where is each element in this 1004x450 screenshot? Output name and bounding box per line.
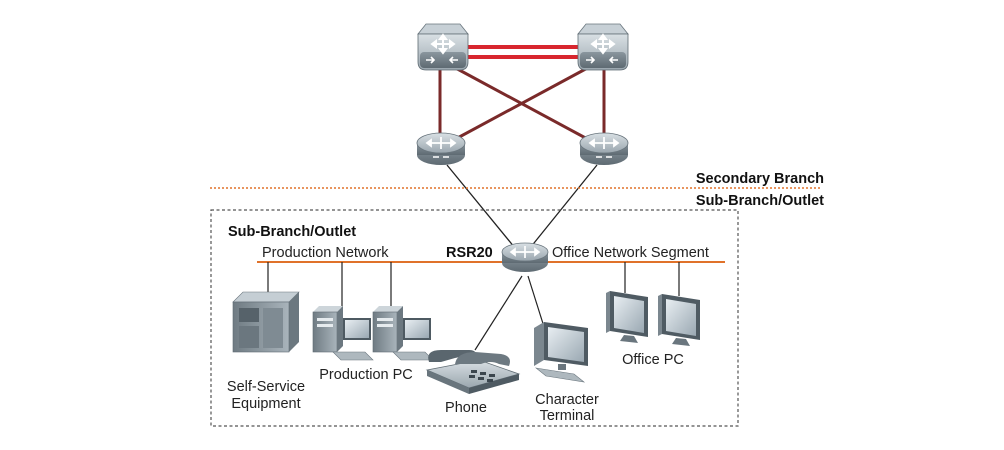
rsr20-label: RSR20 xyxy=(446,245,493,261)
device-drops xyxy=(267,262,680,351)
self-service-equipment-icon xyxy=(232,291,300,353)
self-service-label-line1: Self-Service xyxy=(227,379,305,395)
production-pc-1-icon xyxy=(312,306,374,361)
router-right-icon xyxy=(579,132,629,165)
character-terminal-label-line1: Character xyxy=(535,392,599,408)
character-terminal-label-line2: Terminal xyxy=(540,408,595,424)
self-service-label-line2: Equipment xyxy=(231,396,300,412)
uplink-right xyxy=(529,164,598,249)
character-terminal-icon xyxy=(534,322,588,383)
drop-terminal xyxy=(527,275,546,331)
core-switch-right-icon xyxy=(577,23,629,71)
drop-phone xyxy=(474,275,523,351)
sub-branch-outlet-right-label: Sub-Branch/Outlet xyxy=(696,193,824,209)
trunk-links xyxy=(438,63,606,144)
uplink-left xyxy=(446,164,516,249)
rsr20-router-icon xyxy=(501,242,549,272)
sub-branch-outlet-box-label: Sub-Branch/Outlet xyxy=(228,224,356,240)
phone-icon xyxy=(425,350,521,394)
office-pc-1-icon xyxy=(606,291,648,343)
production-pc-label: Production PC xyxy=(319,367,413,383)
production-network-label: Production Network xyxy=(262,245,389,261)
phone-label: Phone xyxy=(445,400,487,416)
office-pc-label: Office PC xyxy=(622,352,684,368)
office-pc-2-icon xyxy=(658,294,700,346)
production-pc-2-icon xyxy=(372,306,434,361)
router-left-icon xyxy=(416,132,466,165)
secondary-branch-label: Secondary Branch xyxy=(696,171,824,187)
uplinks xyxy=(446,164,598,249)
sub-branch-boundary xyxy=(210,209,739,427)
office-network-segment-label: Office Network Segment xyxy=(552,245,709,261)
core-switch-left-icon xyxy=(417,23,469,71)
core-links xyxy=(463,45,582,59)
trunk-link-cross-2 xyxy=(449,63,594,144)
